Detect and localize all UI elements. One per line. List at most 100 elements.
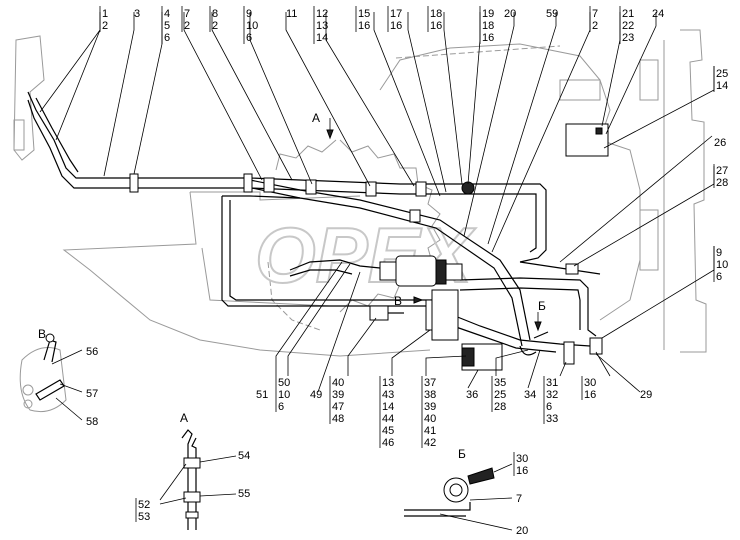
svg-text:45: 45 [382,425,394,437]
svg-text:59: 59 [546,8,558,20]
callout-v1: 56 [86,346,98,358]
svg-text:12: 12 [316,8,328,20]
sensor-body [369,305,389,321]
svg-text:5: 5 [164,20,170,32]
filter-fitting [445,263,463,281]
callout-t17: 24 [652,8,664,20]
svg-text:39: 39 [424,401,436,413]
callout-t7: 11 [286,8,297,20]
pump-block [431,289,459,341]
svg-text:13: 13 [316,20,328,32]
svg-text:16: 16 [516,465,528,477]
svg-text:46: 46 [382,437,394,449]
svg-text:47: 47 [332,401,344,413]
filter-cap [435,259,447,285]
detail-view-a: А [159,411,237,530]
filter-housing [395,255,437,287]
svg-text:32: 32 [546,389,558,401]
pipe-clamp [129,173,139,193]
svg-text:25: 25 [716,68,728,80]
valve-body [461,347,475,367]
svg-text:48: 48 [332,413,344,425]
svg-text:29: 29 [640,389,652,401]
detail-view-b: Б [404,447,513,531]
svg-text:2: 2 [212,20,218,32]
svg-text:58: 58 [86,416,98,428]
callout-b7: 36 [466,389,478,401]
svg-text:42: 42 [424,437,436,449]
pipe-clamp [243,173,253,193]
svg-text:15: 15 [358,8,370,20]
svg-text:7: 7 [184,8,190,20]
svg-text:43: 43 [382,389,394,401]
callout-v3: 58 [86,416,98,428]
svg-text:2: 2 [592,20,598,32]
callout-t3: 456 [164,8,170,44]
svg-text:20: 20 [504,8,516,20]
svg-text:16: 16 [430,20,442,32]
svg-text:27: 27 [716,165,728,177]
svg-text:7: 7 [592,8,598,20]
callout-b1: 51 [256,389,268,401]
detail-view-v: В [19,327,83,421]
svg-text:38: 38 [424,389,436,401]
pipe-clamp [365,181,377,197]
fitting [589,337,603,355]
svg-text:52: 52 [138,499,150,511]
svg-text:13: 13 [382,377,394,389]
svg-text:34: 34 [524,389,536,401]
svg-text:18: 18 [430,8,442,20]
svg-text:4: 4 [164,8,170,20]
detail-v-title: В [38,327,46,341]
svg-text:16: 16 [584,389,596,401]
svg-text:11: 11 [286,8,297,20]
svg-text:17: 17 [390,8,402,20]
svg-text:55: 55 [238,488,250,500]
leader-lines [39,12,715,393]
pipe-clamp [305,179,317,195]
svg-text:49: 49 [310,389,322,401]
svg-text:44: 44 [382,413,394,425]
callout-b9: 34 [524,389,536,401]
svg-text:54: 54 [238,450,250,462]
detail-a-title: А [180,411,188,425]
callout-bb3: 20 [516,525,528,537]
svg-text:21: 21 [622,8,634,20]
fitting [563,341,575,365]
pipe-clamp [409,209,421,223]
svg-text:18: 18 [482,20,494,32]
svg-text:16: 16 [390,20,402,32]
svg-text:9: 9 [246,8,252,20]
svg-text:28: 28 [716,177,728,189]
svg-text:6: 6 [278,401,284,413]
svg-text:26: 26 [714,137,726,149]
svg-text:10: 10 [716,259,728,271]
callout-t13: 20 [504,8,516,20]
pipe-clamp [415,181,427,197]
svg-text:14: 14 [382,401,394,413]
svg-text:33: 33 [546,413,558,425]
svg-text:14: 14 [716,80,728,92]
callout-a2: 55 [238,488,250,500]
svg-text:39: 39 [332,389,344,401]
svg-text:8: 8 [212,8,218,20]
svg-text:16: 16 [482,32,494,44]
callout-bb2: 7 [516,493,522,505]
svg-text:23: 23 [622,32,634,44]
svg-text:6: 6 [246,32,252,44]
svg-text:1: 1 [102,8,108,20]
svg-text:57: 57 [86,388,98,400]
callout-a1: 54 [238,450,250,462]
callout-t4: 72 [184,8,190,32]
pump-flange [425,299,433,331]
